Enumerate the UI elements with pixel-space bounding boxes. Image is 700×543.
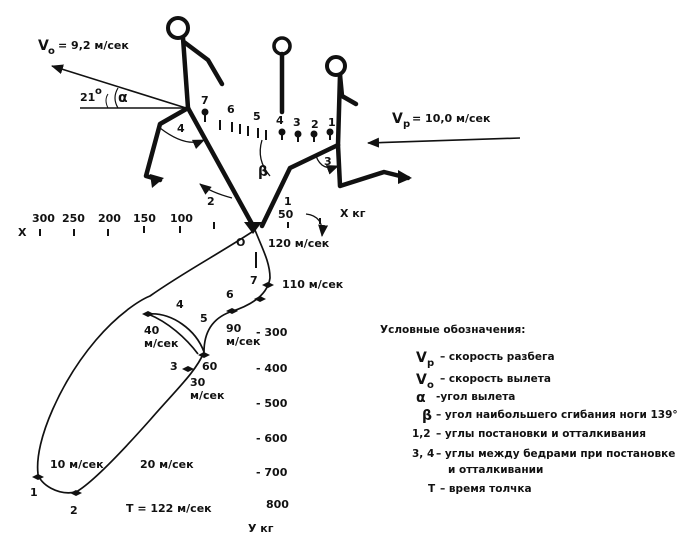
angle-4-label: 4 <box>177 122 185 135</box>
vp-symbol: V <box>392 111 403 127</box>
angle-1-label: 1 <box>284 195 292 208</box>
legend-text-vp: – скорость разбега <box>440 351 555 363</box>
curve-point-1: 1 <box>30 486 38 499</box>
curve-point-4: 4 <box>176 298 184 311</box>
legend-text-vo: – скорость вылета <box>440 373 551 385</box>
legend-text-angles34: – углы между бедрами при постановке <box>436 448 675 460</box>
beta-label: β <box>258 164 268 180</box>
legend-text-beta: – угол наибольшего сгибания ноги 139° <box>436 409 678 421</box>
legend-sym-t: Т <box>428 483 436 495</box>
origin-label: O <box>236 236 245 249</box>
vp-vector <box>367 137 521 148</box>
legend-sym-vp: V <box>416 350 427 366</box>
curve-label-90-unit: м/сек <box>226 335 261 348</box>
y-axis: - 300 - 400 - 500 - 600 - 700 800 У кг <box>248 252 289 535</box>
x-tick-50: 50 <box>278 208 294 221</box>
y-tick-300: - 300 <box>256 326 288 339</box>
phase-3: 3 <box>293 116 301 129</box>
x-tick-150: 150 <box>133 212 156 225</box>
figure-landing <box>259 55 411 229</box>
phase-4: 4 <box>276 114 284 127</box>
phase-markers: 7 6 5 4 3 2 1 <box>201 94 336 142</box>
curve-label-10: 10 м/сек <box>50 458 104 471</box>
legend-sub-vo: о <box>427 380 434 391</box>
y-axis-unit: У кг <box>248 522 274 535</box>
vo-symbol: V <box>38 38 49 54</box>
phase-1: 1 <box>328 116 336 129</box>
phase-7: 7 <box>201 94 209 107</box>
legend-sym-alpha: α <box>416 390 426 406</box>
legend-sym-beta: β <box>422 408 432 424</box>
legend-sym-angles34: 3, 4 <box>412 448 434 460</box>
curve-markers <box>32 282 274 496</box>
x-tick-200: 200 <box>98 212 121 225</box>
legend-sym-vo: V <box>416 372 427 388</box>
landing-foot-icon <box>398 170 412 184</box>
y-tick-600: - 600 <box>256 432 288 445</box>
y-tick-700: - 700 <box>256 466 288 479</box>
angle-21-label: 21 <box>80 91 95 104</box>
y-tick-400: - 400 <box>256 362 288 375</box>
figure-mid <box>272 36 292 115</box>
curve-point-5: 5 <box>200 312 208 325</box>
legend-text-angles12: – углы постановки и отталкивания <box>436 428 646 440</box>
legend: Условные обозначения: V р – скорость раз… <box>380 324 678 495</box>
angle-21-degree: o <box>95 86 102 97</box>
legend-text-angles34-cont: и отталкивании <box>448 464 543 476</box>
phase-5: 5 <box>253 110 261 123</box>
curve-label-110: 110 м/сек <box>282 278 344 291</box>
curve-label-30-unit: м/сек <box>190 389 225 402</box>
curve-label-40-unit: м/сек <box>144 337 179 350</box>
vo-vector <box>51 64 187 109</box>
vo-subscript: o <box>48 46 55 57</box>
curve-label-120: 120 м/сек <box>268 237 330 250</box>
force-curve <box>36 229 271 494</box>
legend-sub-vp: р <box>427 358 434 369</box>
curve-point-2: 2 <box>70 504 78 517</box>
figure-takeoff <box>143 16 255 227</box>
curve-label-30: 30 <box>190 376 206 389</box>
legend-text-alpha: -угол вылета <box>436 391 515 403</box>
vp-subscript: p <box>403 119 410 130</box>
x-tick-300: 300 <box>32 212 55 225</box>
angle-3-label: 3 <box>324 155 332 168</box>
legend-text-t: – время толчка <box>440 483 532 495</box>
curve-point-7: 7 <box>250 274 258 287</box>
curve-label-40: 40 <box>144 324 160 337</box>
x-tick-100: 100 <box>170 212 193 225</box>
vo-value: = 9,2 м/сек <box>58 39 129 52</box>
x-axis-name: X <box>18 226 27 239</box>
alpha-label: α <box>118 90 128 106</box>
curve-label-60: 60 <box>202 360 218 373</box>
origin-marker <box>244 222 262 234</box>
curve-point-6: 6 <box>226 288 234 301</box>
y-tick-500: - 500 <box>256 397 288 410</box>
legend-sym-angles12: 1,2 <box>412 428 431 440</box>
phase-6: 6 <box>227 103 235 116</box>
x-axis: X 300 250 200 150 100 50 X кг O <box>18 207 366 249</box>
legend-title: Условные обозначения: <box>380 324 525 336</box>
total-time-label: Т = 122 м/сек <box>126 502 212 515</box>
vp-value: = 10,0 м/сек <box>412 112 491 125</box>
x-tick-250: 250 <box>62 212 85 225</box>
curve-label-90: 90 <box>226 322 242 335</box>
angle-2-label: 2 <box>207 195 215 208</box>
x-axis-unit: X кг <box>340 207 366 220</box>
takeoff-foot-icon <box>150 174 164 188</box>
y-tick-800: 800 <box>266 498 289 511</box>
curve-point-3: 3 <box>170 360 178 373</box>
curve-label-20: 20 м/сек <box>140 458 194 471</box>
phase-2: 2 <box>311 118 319 131</box>
